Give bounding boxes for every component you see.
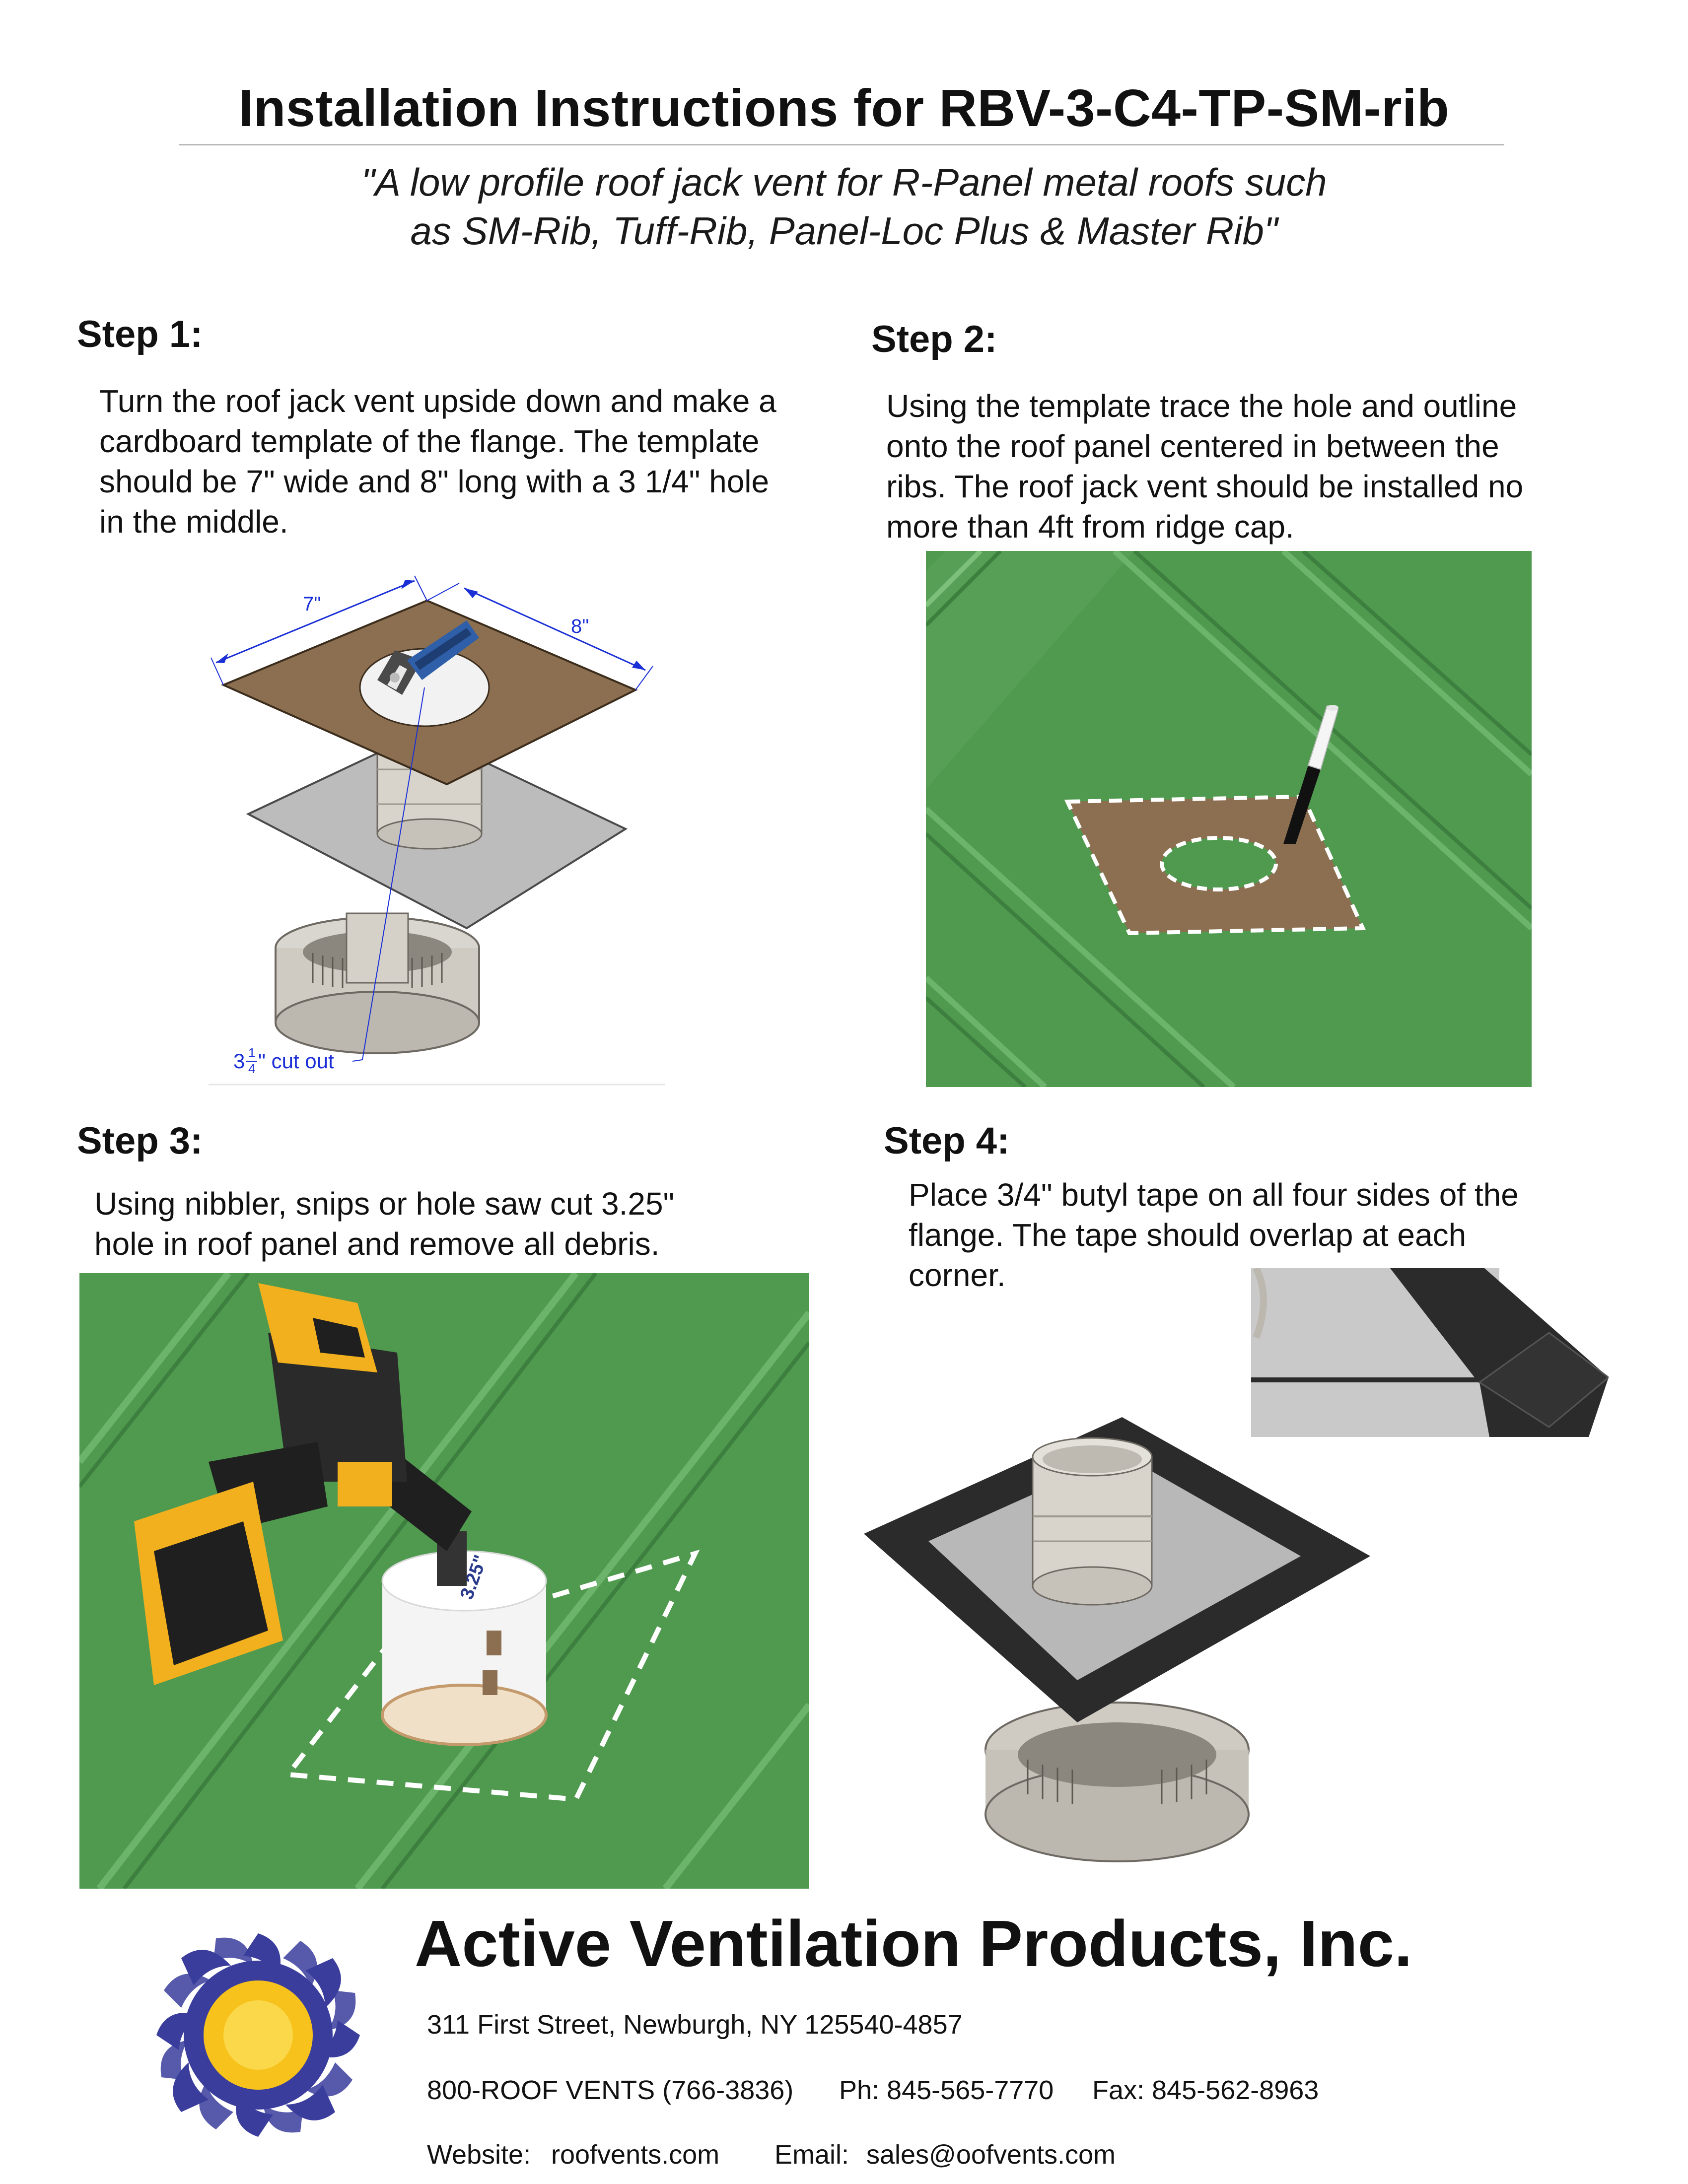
vent-base [985,1702,1250,1862]
step-4-corner-detail [1251,1268,1609,1437]
email-link[interactable]: sales@oofvents.com [866,2140,1116,2170]
vent-base [275,912,480,1054]
cutout-suffix: " cut out [258,1049,334,1073]
step-1-heading: Step 1: [77,313,203,355]
step-3-heading: Step 3: [77,1120,203,1162]
cutout-numerator: 1 [248,1045,255,1060]
step-3-cutting-figure: 3.25" [79,1273,809,1889]
step-1-line: Turn the roof jack vent upside down and … [99,383,776,419]
pencil-marker-icon [1283,705,1339,844]
step-3-text: Using nibbler, snips or hole saw cut 3.2… [94,1184,814,1264]
step-2-line: Using the template trace the hole and ou… [886,388,1517,424]
website-link[interactable]: roofvents.com [551,2140,720,2170]
utility-knife-icon [377,620,479,695]
cordless-drill-icon [134,1283,472,1685]
step-4-text: Place 3/4" butyl tape on all four sides … [909,1175,1628,1296]
step-2-line: ribs. The roof jack vent should be insta… [886,469,1524,504]
step-3-line: Using nibbler, snips or hole saw cut 3.2… [94,1186,675,1222]
email-label: Email: [774,2140,849,2170]
step-3-line: hole in roof panel and remove all debris… [94,1226,660,1262]
step-2-heading: Step 2: [871,318,997,360]
page-title: Installation Instructions for RBV-3-C4-T… [238,79,1450,137]
phone-number: Ph: 845-565-7770 [839,2075,1054,2105]
step-2-line: more than 4ft from ridge cap. [886,509,1294,545]
step-4-taped-flange-figure [864,1417,1370,1862]
dimension-width: 7" [211,575,427,685]
company-address: 311 First Street, Newburgh, NY 125540-48… [427,2010,963,2040]
step-1-line: cardboard template of the flange. The te… [99,423,760,459]
dimension-length: 8" [426,583,653,690]
step-1-line: should be 7" wide and 8" long with a 3 1… [99,464,770,499]
step-2-line: onto the roof panel centered in between … [886,428,1499,464]
step-1-line: in the middle. [99,504,288,540]
step-2-trace-figure [926,551,1532,1087]
subtitle-line-1: "A low profile roof jack vent for R-Pane… [361,160,1327,204]
subtitle-line-2: as SM-Rib, Tuff-Rib, Panel-Loc Plus & Ma… [410,209,1278,253]
step-2-text: Using the template trace the hole and ou… [886,386,1606,547]
roof-ribs [79,1273,809,1889]
fax-number: Fax: 845-562-8963 [1092,2075,1319,2105]
dimension-length-label: 8" [571,615,589,637]
company-name: Active Ventilation Products, Inc. [415,1907,1412,1980]
tollfree-number: 800-ROOF VENTS (766-3836) [427,2075,794,2105]
cutout-whole: 3 [233,1049,245,1073]
title-divider [179,144,1504,145]
step-1-template-figure: 7" 8" 3 1 4 " cut out [209,575,665,1086]
step-4-line: corner. [909,1257,1006,1293]
cutout-callout: 3 1 4 " cut out [233,687,425,1076]
traced-outline [283,1549,700,1802]
step-4-line: Place 3/4" butyl tape on all four sides … [909,1177,1519,1213]
step-4-line: flange. The tape should overlap at each [909,1217,1467,1253]
step-1-text: Turn the roof jack vent upside down and … [99,381,869,542]
vent-pipe [1032,1437,1153,1606]
sun-logo-icon [156,1933,360,2137]
website-label: Website: [427,2140,531,2170]
traced-hole-outline [1160,836,1278,891]
cutout-denominator: 4 [248,1061,255,1076]
step-4-heading: Step 4: [884,1120,1010,1162]
dimension-width-label: 7" [303,593,321,615]
